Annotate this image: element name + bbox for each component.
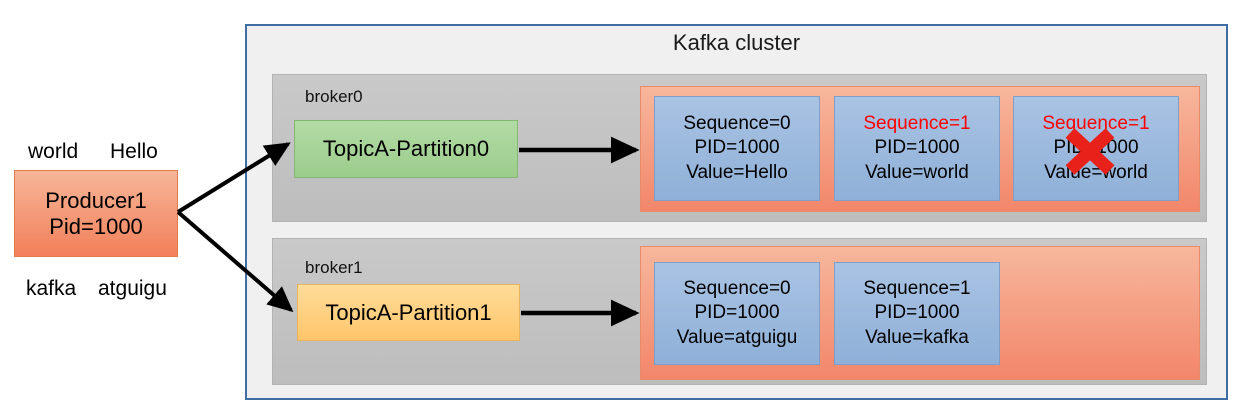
broker0-label: broker0: [305, 87, 363, 106]
producer-label-world: world: [28, 140, 79, 163]
producer-label-kafka: kafka: [26, 277, 77, 300]
topic-a-partition1-box[interactable]: TopicA-Partition1: [297, 284, 520, 341]
producer-label-atguigu: atguigu: [98, 277, 167, 300]
partition0-label: TopicA-Partition0: [322, 136, 490, 161]
message-sequence: Sequence=0: [683, 278, 791, 300]
message-box[interactable]: Sequence=1 PID=1000 Value=world: [1013, 96, 1179, 201]
topic-a-partition0-box[interactable]: TopicA-Partition0: [294, 120, 518, 178]
message-pid: PID=1000: [874, 137, 960, 159]
message-value: Value=kafka: [865, 326, 969, 348]
message-value: Value=Hello: [686, 161, 788, 183]
message-pid: PID=1000: [694, 137, 780, 159]
producer-label-hello: Hello: [110, 140, 158, 163]
message-sequence: Sequence=1: [1042, 113, 1150, 135]
message-value: Value=world: [1044, 161, 1148, 183]
broker1-label: broker1: [305, 258, 363, 277]
message-box[interactable]: Sequence=0 PID=1000 Value=Hello: [654, 96, 820, 201]
message-box[interactable]: Sequence=0 PID=1000 Value=atguigu: [654, 262, 820, 365]
message-box[interactable]: Sequence=1 PID=1000 Value=world: [834, 96, 1000, 201]
producer-pid: Pid=1000: [49, 213, 143, 239]
message-pid: PID=1000: [694, 302, 780, 324]
message-sequence: Sequence=1: [863, 113, 971, 135]
producer-name: Producer1: [45, 187, 147, 213]
message-value: Value=world: [865, 161, 969, 183]
message-box[interactable]: Sequence=1 PID=1000 Value=kafka: [834, 262, 1000, 365]
kafka-cluster-title: Kafka cluster: [672, 30, 801, 55]
message-value: Value=atguigu: [676, 326, 798, 348]
producer-box[interactable]: Producer1 Pid=1000: [14, 170, 178, 257]
message-pid: PID=1000: [1053, 137, 1139, 159]
message-sequence: Sequence=1: [863, 278, 971, 300]
message-sequence: Sequence=0: [683, 113, 791, 135]
message-pid: PID=1000: [874, 302, 960, 324]
partition1-label: TopicA-Partition1: [325, 299, 492, 325]
